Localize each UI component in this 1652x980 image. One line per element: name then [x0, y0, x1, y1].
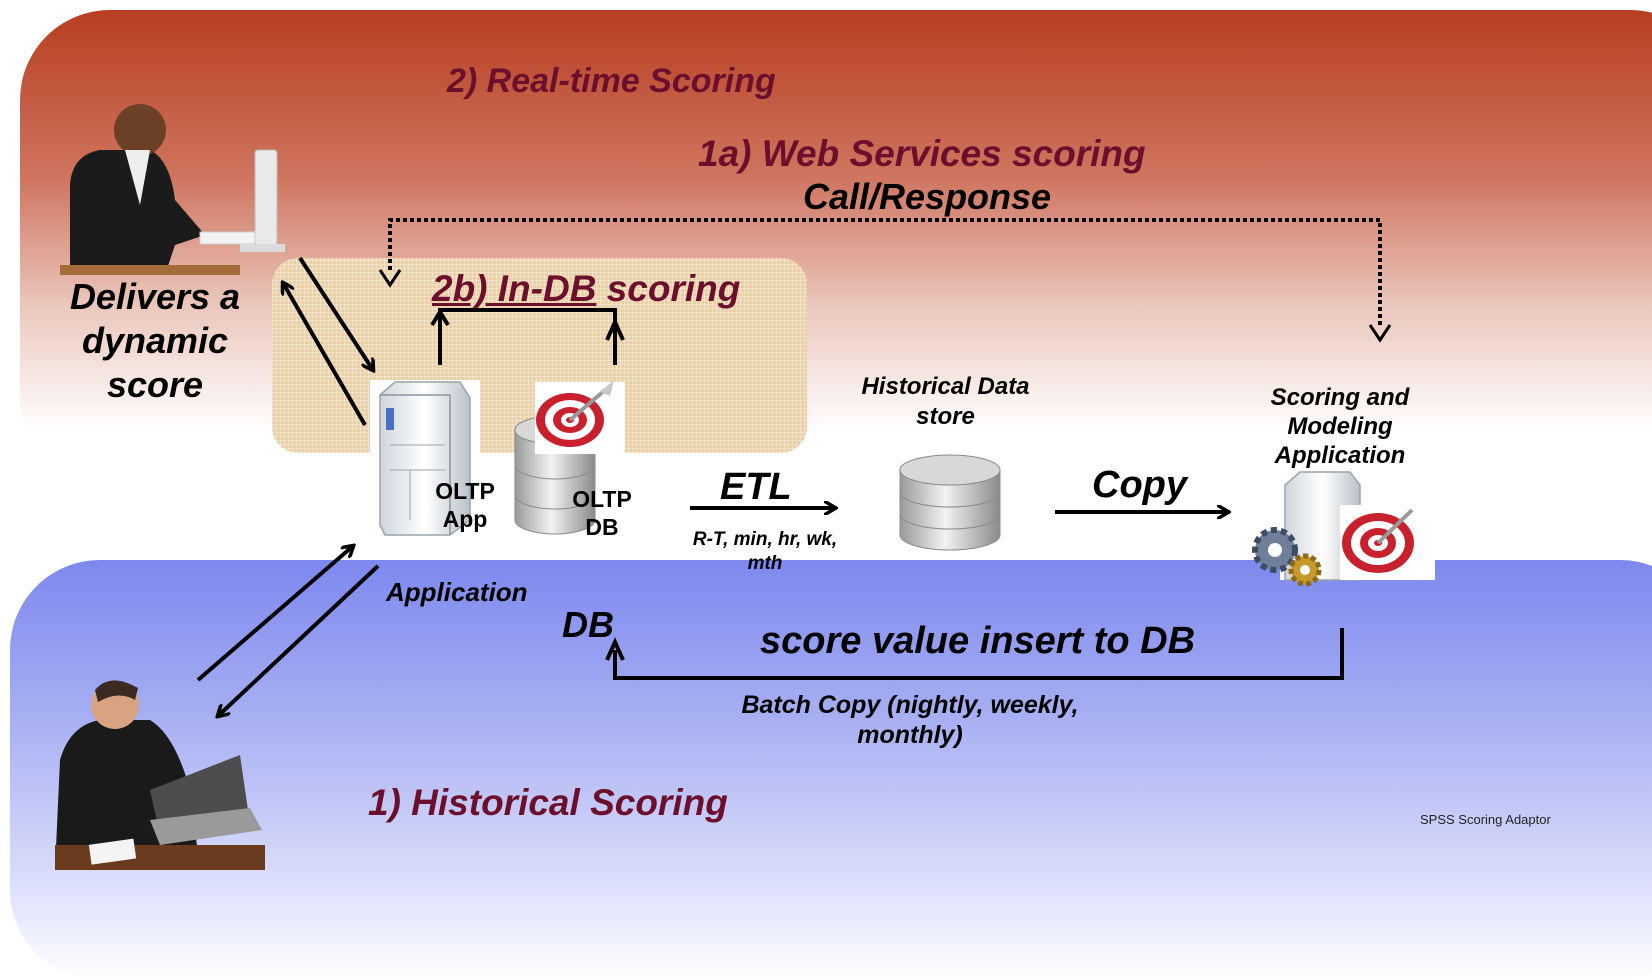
businessman-at-computer-icon — [60, 104, 285, 275]
historical-scoring-title: 1) Historical Scoring — [368, 782, 728, 823]
gears-icon — [1252, 527, 1322, 587]
batch-copy-label: Batch Copy (nightly, weekly, monthly) — [741, 691, 1079, 749]
db-label: DB — [562, 604, 614, 645]
application-label: Application — [386, 577, 528, 607]
etl-label: ETL — [720, 466, 792, 508]
oltp-app-label: OLTP App — [435, 478, 495, 532]
in-db-suffix: scoring — [596, 268, 741, 309]
etl-frequency-label: R-T, min, hr, wk, mth — [692, 529, 838, 574]
call-response-label: Call/Response — [803, 176, 1052, 217]
realtime-request-arrows — [283, 256, 373, 427]
watermark-text: SPSS Scoring Adaptor — [1420, 812, 1551, 827]
realtime-scoring-title: 2) Real-time Scoring — [447, 62, 776, 100]
diagram-canvas — [55, 104, 1435, 870]
scoring-target-icon — [1340, 505, 1435, 580]
oltp-db-label: OLTP DB — [572, 486, 632, 540]
historical-data-store-label: Historical Data store — [861, 373, 1030, 430]
in-db-scoring-title: 2b) In-DB scoring — [432, 268, 740, 310]
copy-label: Copy — [1092, 464, 1187, 506]
target-icon — [535, 380, 625, 454]
batch-copy-connector — [605, 628, 1344, 680]
score-insert-label: score value insert to DB — [760, 620, 1196, 662]
delivers-dynamic-score-label: Delivers a dynamic score — [69, 276, 241, 405]
web-services-title: 1a) Web Services scoring — [698, 133, 1146, 174]
historical-request-arrows — [196, 546, 380, 716]
historical-database-icon — [899, 454, 1001, 551]
oltp-app-server-icon — [370, 380, 480, 536]
in-db-prefix: 2b) In-DB — [432, 268, 597, 309]
student-with-laptop-icon — [55, 680, 265, 870]
in-db-scoring-connector — [430, 308, 625, 365]
scoring-modeling-app-label: Scoring and Modeling Application — [1270, 384, 1410, 469]
web-services-call-response-connector — [378, 218, 1392, 343]
